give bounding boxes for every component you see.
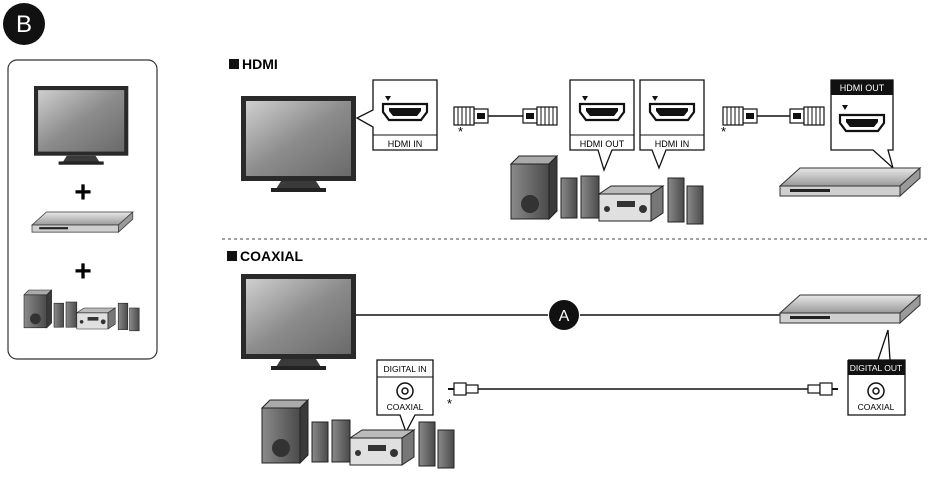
step-badge-letter: B (16, 11, 32, 38)
receiver-hdmi-in-port-icon (648, 102, 696, 122)
player-digital-out-label: DIGITAL OUT (850, 363, 902, 373)
player-hdmi-out-callout: HDMI OUT (830, 79, 895, 170)
hdmi-plug-icon (453, 106, 489, 126)
hdmi-cable-2: * (721, 106, 825, 139)
coaxial-player (779, 294, 921, 324)
coaxial-tv (241, 274, 356, 370)
hdmi-plug-icon (522, 106, 558, 126)
player-coaxial-label: COAXIAL (858, 402, 895, 412)
hdmi-cable-1: * (453, 106, 558, 139)
player-hdmi-out-label: HDMI OUT (840, 83, 885, 93)
hdmi-plug-icon (789, 106, 825, 126)
hdmi-player (779, 167, 921, 197)
hdmi-plug-icon (722, 106, 758, 126)
overview-tv-icon (34, 86, 129, 165)
rca-plug-icon (447, 382, 479, 396)
rca-plug-icon (807, 382, 839, 396)
receiver-hdmi-out-port-icon (578, 102, 626, 122)
step-badge: B (3, 3, 45, 45)
coaxial-section-title: COAXIAL (227, 248, 303, 264)
receiver-digital-in-callout: DIGITAL IN COAXIAL (376, 359, 434, 434)
player-coaxial-port-icon (867, 382, 885, 400)
player-hdmi-out-port-icon (838, 113, 886, 133)
receiver-hdmi-out-callout: HDMI OUT (569, 79, 635, 172)
overview-plus-2: + (74, 255, 92, 288)
hdmi-title-text: HDMI (242, 56, 278, 72)
tv-hdmi-in-callout: HDMI IN (355, 79, 438, 151)
receiver-coaxial-label: COAXIAL (387, 402, 424, 412)
receiver-hdmi-out-label: HDMI OUT (580, 139, 625, 149)
hdmi-tv (241, 96, 356, 192)
receiver-digital-in-label: DIGITAL IN (384, 364, 427, 374)
player-digital-out-callout: DIGITAL OUT COAXIAL (847, 329, 906, 416)
receiver-hdmi-in-callout: HDMI IN (639, 79, 705, 170)
connection-callout-letter: A (559, 308, 570, 325)
cable-note-2: * (721, 124, 726, 139)
receiver-hdmi-in-label: HDMI IN (655, 139, 690, 149)
tv-hdmi-port-icon (381, 102, 429, 122)
overview-panel: + + (7, 59, 158, 360)
overview-plus-1: + (74, 176, 92, 209)
cable-note-3: * (447, 396, 452, 411)
receiver-coaxial-port-icon (396, 382, 414, 400)
cable-note-1: * (458, 124, 463, 139)
tv-player-connection: A (356, 300, 782, 330)
coaxial-title-text: COAXIAL (240, 248, 303, 264)
tv-hdmi-in-label: HDMI IN (388, 139, 423, 149)
hdmi-section-title: HDMI (229, 56, 278, 72)
hdmi-home-theater (510, 155, 704, 225)
overview-player-icon (31, 211, 134, 233)
coaxial-cable: * (447, 382, 839, 411)
